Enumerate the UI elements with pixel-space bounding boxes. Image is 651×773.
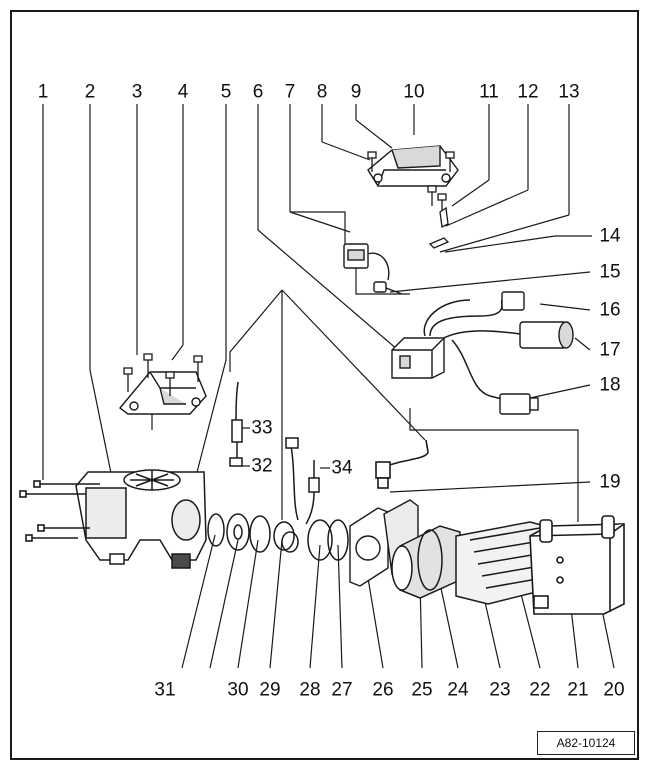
callout-25: 25 [411,679,433,701]
callout-8: 8 [316,81,328,103]
callout-24: 24 [447,679,469,701]
screws-upper [367,151,455,214]
screws-cover [123,353,203,396]
callout-2: 2 [84,81,96,103]
callout-23: 23 [489,679,511,701]
callout-34: 34 [331,457,353,479]
callout-20: 20 [603,679,625,701]
callout-16: 16 [599,299,621,321]
callout-29: 29 [259,679,281,701]
callout-28: 28 [299,679,321,701]
harness-connectors [499,291,574,415]
blower-housing [75,469,207,569]
control-unit-bracket [367,145,459,187]
callout-32: 32 [251,455,273,477]
callout-27: 27 [331,679,353,701]
callout-31: 31 [154,679,176,701]
callout-30: 30 [227,679,249,701]
callout-3: 3 [131,81,143,103]
fuel-line-19 [375,439,429,489]
heat-exchanger [529,515,625,615]
callout-7: 7 [284,81,296,103]
callout-26: 26 [372,679,394,701]
callout-14: 14 [599,225,621,247]
control-module [391,337,445,379]
callout-10: 10 [403,81,425,103]
callout-6: 6 [252,81,264,103]
connector-7 [343,243,403,295]
temp-sensor-34 [305,460,320,525]
callout-18: 18 [599,374,621,396]
callout-15: 15 [599,261,621,283]
glow-plug-28 [273,437,299,553]
figure-reference-code: A82-10124 [537,731,635,755]
callout-5: 5 [220,81,232,103]
burner-cover [118,371,207,415]
sensor-33 [229,381,243,467]
callout-22: 22 [529,679,551,701]
callout-9: 9 [350,81,362,103]
clips [428,206,450,249]
long-bolts [19,480,100,542]
leader-lines [42,104,615,669]
callout-21: 21 [567,679,589,701]
callout-33: 33 [251,417,273,439]
sealing-rings [207,513,349,561]
callout-12: 12 [517,81,539,103]
callout-17: 17 [599,339,621,361]
callout-1: 1 [37,81,49,103]
callout-19: 19 [599,471,621,493]
callout-13: 13 [558,81,580,103]
drawing-frame [10,10,639,760]
callout-11: 11 [479,81,499,103]
callout-4: 4 [177,81,189,103]
